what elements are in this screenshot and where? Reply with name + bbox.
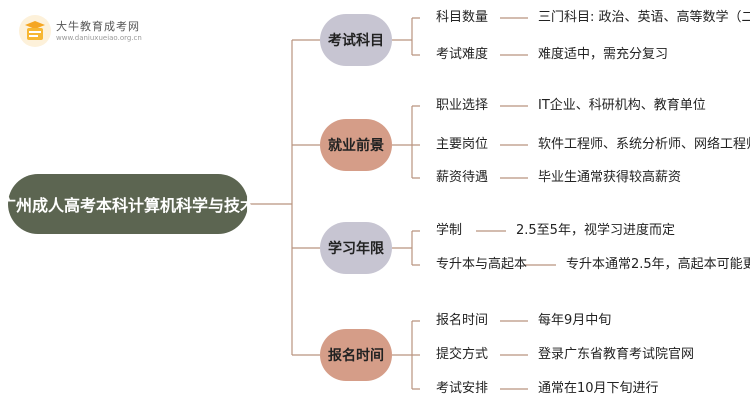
book-icon bbox=[19, 15, 51, 47]
value-exam-difficulty: 难度适中，需充分复习 bbox=[538, 47, 669, 62]
leaf-registration-time: 报名时间 bbox=[436, 313, 489, 328]
leaf-exam-schedule: 考试安排 bbox=[436, 381, 489, 396]
value-main-positions: 软件工程师、系统分析师、网络工程师 bbox=[538, 137, 750, 152]
category-career-prospects: 就业前景 bbox=[320, 119, 392, 171]
value-exam-schedule: 通常在10月下旬进行 bbox=[538, 381, 659, 396]
category-exam-subjects: 考试科目 bbox=[320, 14, 392, 66]
site-logo: 大牛教育成考网 www.daniuxueiao.org.cn bbox=[18, 12, 158, 52]
leaf-submission-method: 提交方式 bbox=[436, 347, 489, 362]
logo-url: www.daniuxueiao.org.cn bbox=[56, 34, 142, 42]
value-registration-time: 每年9月中旬 bbox=[538, 313, 612, 328]
category-study-duration: 学习年限 bbox=[320, 222, 392, 274]
logo-name: 大牛教育成考网 bbox=[56, 20, 140, 33]
root-topic: 广州成人高考本科计算机科学与技术 bbox=[0, 174, 256, 234]
leaf-exam-difficulty: 考试难度 bbox=[436, 47, 489, 62]
leaf-main-positions: 主要岗位 bbox=[436, 137, 489, 152]
value-salary: 毕业生通常获得较高薪资 bbox=[538, 170, 682, 185]
value-study-system: 2.5至5年，视学习进度而定 bbox=[516, 223, 675, 238]
value-upgrade-types: 专升本通常2.5年，高起本可能更长 bbox=[566, 257, 750, 272]
leaf-career-choice: 职业选择 bbox=[436, 98, 489, 113]
value-subject-count: 三门科目: 政治、英语、高等数学（二） bbox=[538, 10, 750, 25]
leaf-salary: 薪资待遇 bbox=[436, 170, 489, 185]
leaf-upgrade-types: 专升本与高起本 bbox=[436, 257, 528, 272]
leaf-subject-count: 科目数量 bbox=[436, 10, 489, 25]
category-registration-time: 报名时间 bbox=[320, 329, 392, 381]
leaf-study-system: 学制 bbox=[436, 223, 463, 238]
value-submission-method: 登录广东省教育考试院官网 bbox=[538, 347, 695, 362]
value-career-choice: IT企业、科研机构、教育单位 bbox=[538, 98, 706, 113]
